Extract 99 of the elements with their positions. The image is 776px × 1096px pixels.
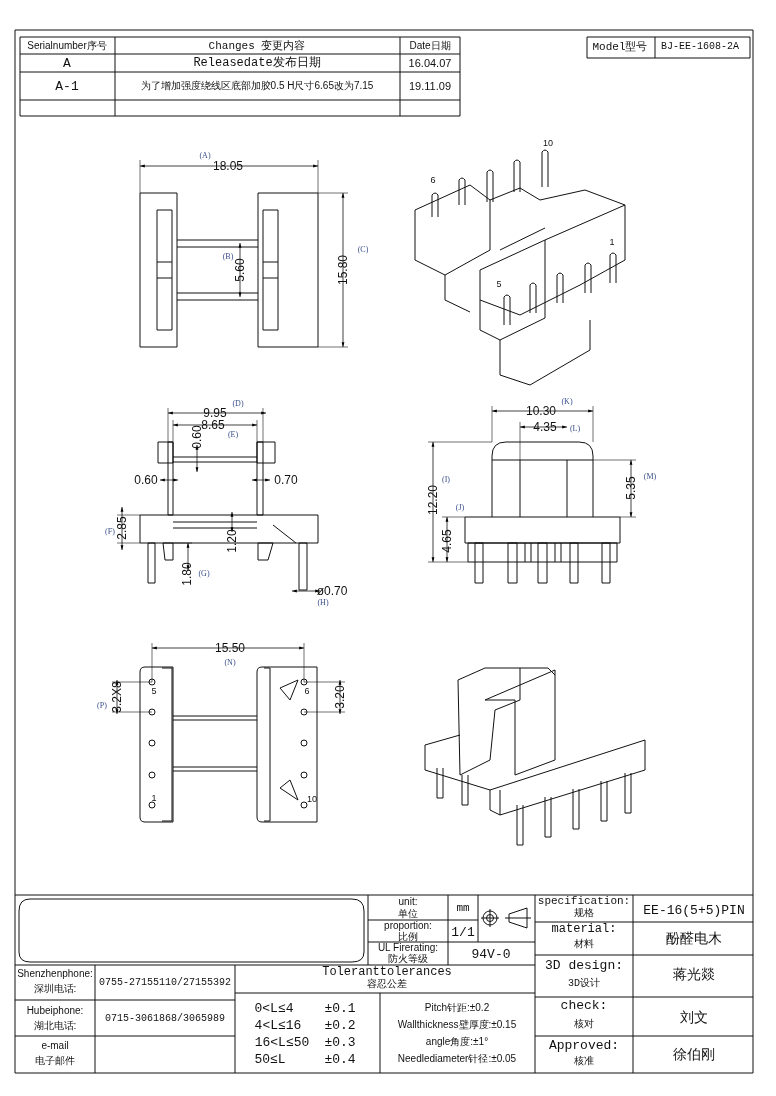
table-header: Date日期 <box>409 41 451 51</box>
tolerance-range: 50≤L <box>254 1052 286 1066</box>
dimension-value: 15.50 <box>215 642 245 654</box>
dimension-value: 9.95 <box>203 407 227 419</box>
dimension-value: 2.85 <box>116 516 128 540</box>
dimension-tag: (D) <box>232 400 244 408</box>
field-value: 徐伯刚 <box>673 1048 715 1062</box>
dimension-value: 8.65 <box>201 419 225 431</box>
section-heading: 容忍公差 <box>367 980 407 990</box>
field-label: Hubeiphone: <box>26 1006 84 1016</box>
dimension-value: 3.2X8 <box>111 681 123 713</box>
tolerance-value: ±0.1 <box>324 1001 356 1015</box>
field-label: Approved: <box>548 1038 620 1052</box>
dimension-tag: (G) <box>198 570 210 578</box>
field-label: Model型号 <box>592 41 648 53</box>
dimension-tag: (A) <box>199 152 211 160</box>
tolerance-note: Needlediameter针径:±0.05 <box>397 1054 517 1064</box>
dimension-tag: (C) <box>357 246 369 254</box>
dimension-value: 4.35 <box>533 421 557 433</box>
field-value: mm <box>456 902 470 914</box>
field-value: 酚醛电木 <box>666 932 722 946</box>
pin-number: 5 <box>151 686 157 696</box>
tolerance-range: 0<L≤4 <box>254 1001 294 1015</box>
dimension-tag: (J) <box>455 504 465 512</box>
field-label: 比例 <box>398 932 418 942</box>
tolerance-range: 16<L≤50 <box>254 1035 310 1049</box>
field-label: specification: <box>537 895 631 907</box>
tolerance-note: angle角度:±1° <box>425 1037 489 1047</box>
field-label: 湖北电话: <box>33 1021 77 1031</box>
field-label: proportion: <box>384 921 432 931</box>
dimension-value: 12.20 <box>427 485 439 515</box>
revision-note: 为了增加强度绕线区底部加胶0.5 H尺寸6.65改为7.15 <box>139 80 375 92</box>
field-label: UL Firerating: <box>377 943 439 953</box>
section-heading: Toleranttolerances <box>322 966 452 978</box>
field-label: material: <box>551 923 617 935</box>
revision-note: Releasedate发布日期 <box>193 57 321 69</box>
tolerance-note: Pitch针距:±0.2 <box>424 1003 490 1013</box>
dimension-tag: (L) <box>569 425 581 433</box>
field-value: 94V-0 <box>471 947 511 961</box>
tolerance-value: ±0.2 <box>324 1018 356 1032</box>
dimension-value: ø0.70 <box>316 585 348 597</box>
pin-number: 6 <box>430 175 436 185</box>
dimension-tag: (N) <box>224 659 236 667</box>
field-label: e-mail <box>41 1041 69 1051</box>
dimension-value: 15.80 <box>337 255 349 285</box>
field-label: 3D design: <box>545 958 623 972</box>
field-label: 单位 <box>398 909 418 919</box>
dimension-value: 5.60 <box>234 258 246 282</box>
revision-date: 19.11.09 <box>409 80 451 92</box>
dimension-tag: (H) <box>317 599 329 607</box>
tolerance-note: Wallthickness壁厚度:±0.15 <box>397 1020 517 1030</box>
tolerance-range: 4<L≤16 <box>254 1018 302 1032</box>
pin-number: 1 <box>151 793 157 803</box>
tolerance-value: ±0.3 <box>324 1035 356 1049</box>
field-label: 深圳电话: <box>33 984 77 994</box>
dimension-value: 3.20 <box>334 685 346 709</box>
dimension-value: 0.70 <box>274 474 298 486</box>
dimension-tag: (M) <box>643 473 657 481</box>
revision-code: A <box>63 56 71 70</box>
dimension-value: 1.80 <box>181 562 193 586</box>
dimension-tag: (I) <box>442 476 450 484</box>
table-header: Changes 变更内容 <box>208 40 306 52</box>
pin-number: 10 <box>543 138 553 148</box>
dimension-tag: (P) <box>97 702 107 710</box>
revision-code: A-1 <box>55 79 79 93</box>
table-header: Serialnumber序号 <box>27 41 107 51</box>
field-value: 蒋光燚 <box>673 968 715 982</box>
dimension-value: 5.35 <box>625 476 637 500</box>
dimension-value: 0.60 <box>134 474 158 486</box>
pin-number: 6 <box>304 686 310 696</box>
field-label: 规格 <box>574 909 594 919</box>
dimension-value: 4.65 <box>441 529 453 553</box>
dimension-value: 18.05 <box>213 160 243 172</box>
dimension-value: 10.30 <box>526 405 556 417</box>
tolerance-value: ±0.4 <box>324 1052 356 1066</box>
field-label: Shenzhenphone: <box>17 969 93 979</box>
phone-number: 0715-3061868/3065989 <box>105 1014 225 1024</box>
field-value: 1/1 <box>451 925 475 939</box>
dimension-tag: (F) <box>105 528 115 536</box>
pin-number: 5 <box>496 279 502 289</box>
dimension-tag: (E) <box>227 431 239 439</box>
field-label: unit: <box>398 897 418 907</box>
field-label: 3D设计 <box>568 979 600 989</box>
revision-date: 16.04.07 <box>408 57 452 69</box>
field-label: check: <box>560 998 608 1012</box>
dimension-value: 1.20 <box>226 529 238 553</box>
pin-number: 1 <box>609 237 615 247</box>
field-label: 核准 <box>574 1057 594 1067</box>
field-label: 材料 <box>574 940 594 950</box>
field-label: 核对 <box>574 1020 594 1030</box>
phone-number: 0755-27155110/27155392 <box>99 978 231 988</box>
field-value: EE-16(5+5)PIN <box>643 903 745 917</box>
pin-number: 10 <box>307 794 317 804</box>
model-number: BJ-EE-1608-2A <box>661 42 739 52</box>
field-label: 电子邮件 <box>35 1056 75 1066</box>
field-label: 防火等级 <box>388 954 428 964</box>
dimension-tag: (K) <box>561 398 573 406</box>
field-value: 刘文 <box>680 1011 708 1025</box>
dimension-tag: (B) <box>222 253 234 261</box>
